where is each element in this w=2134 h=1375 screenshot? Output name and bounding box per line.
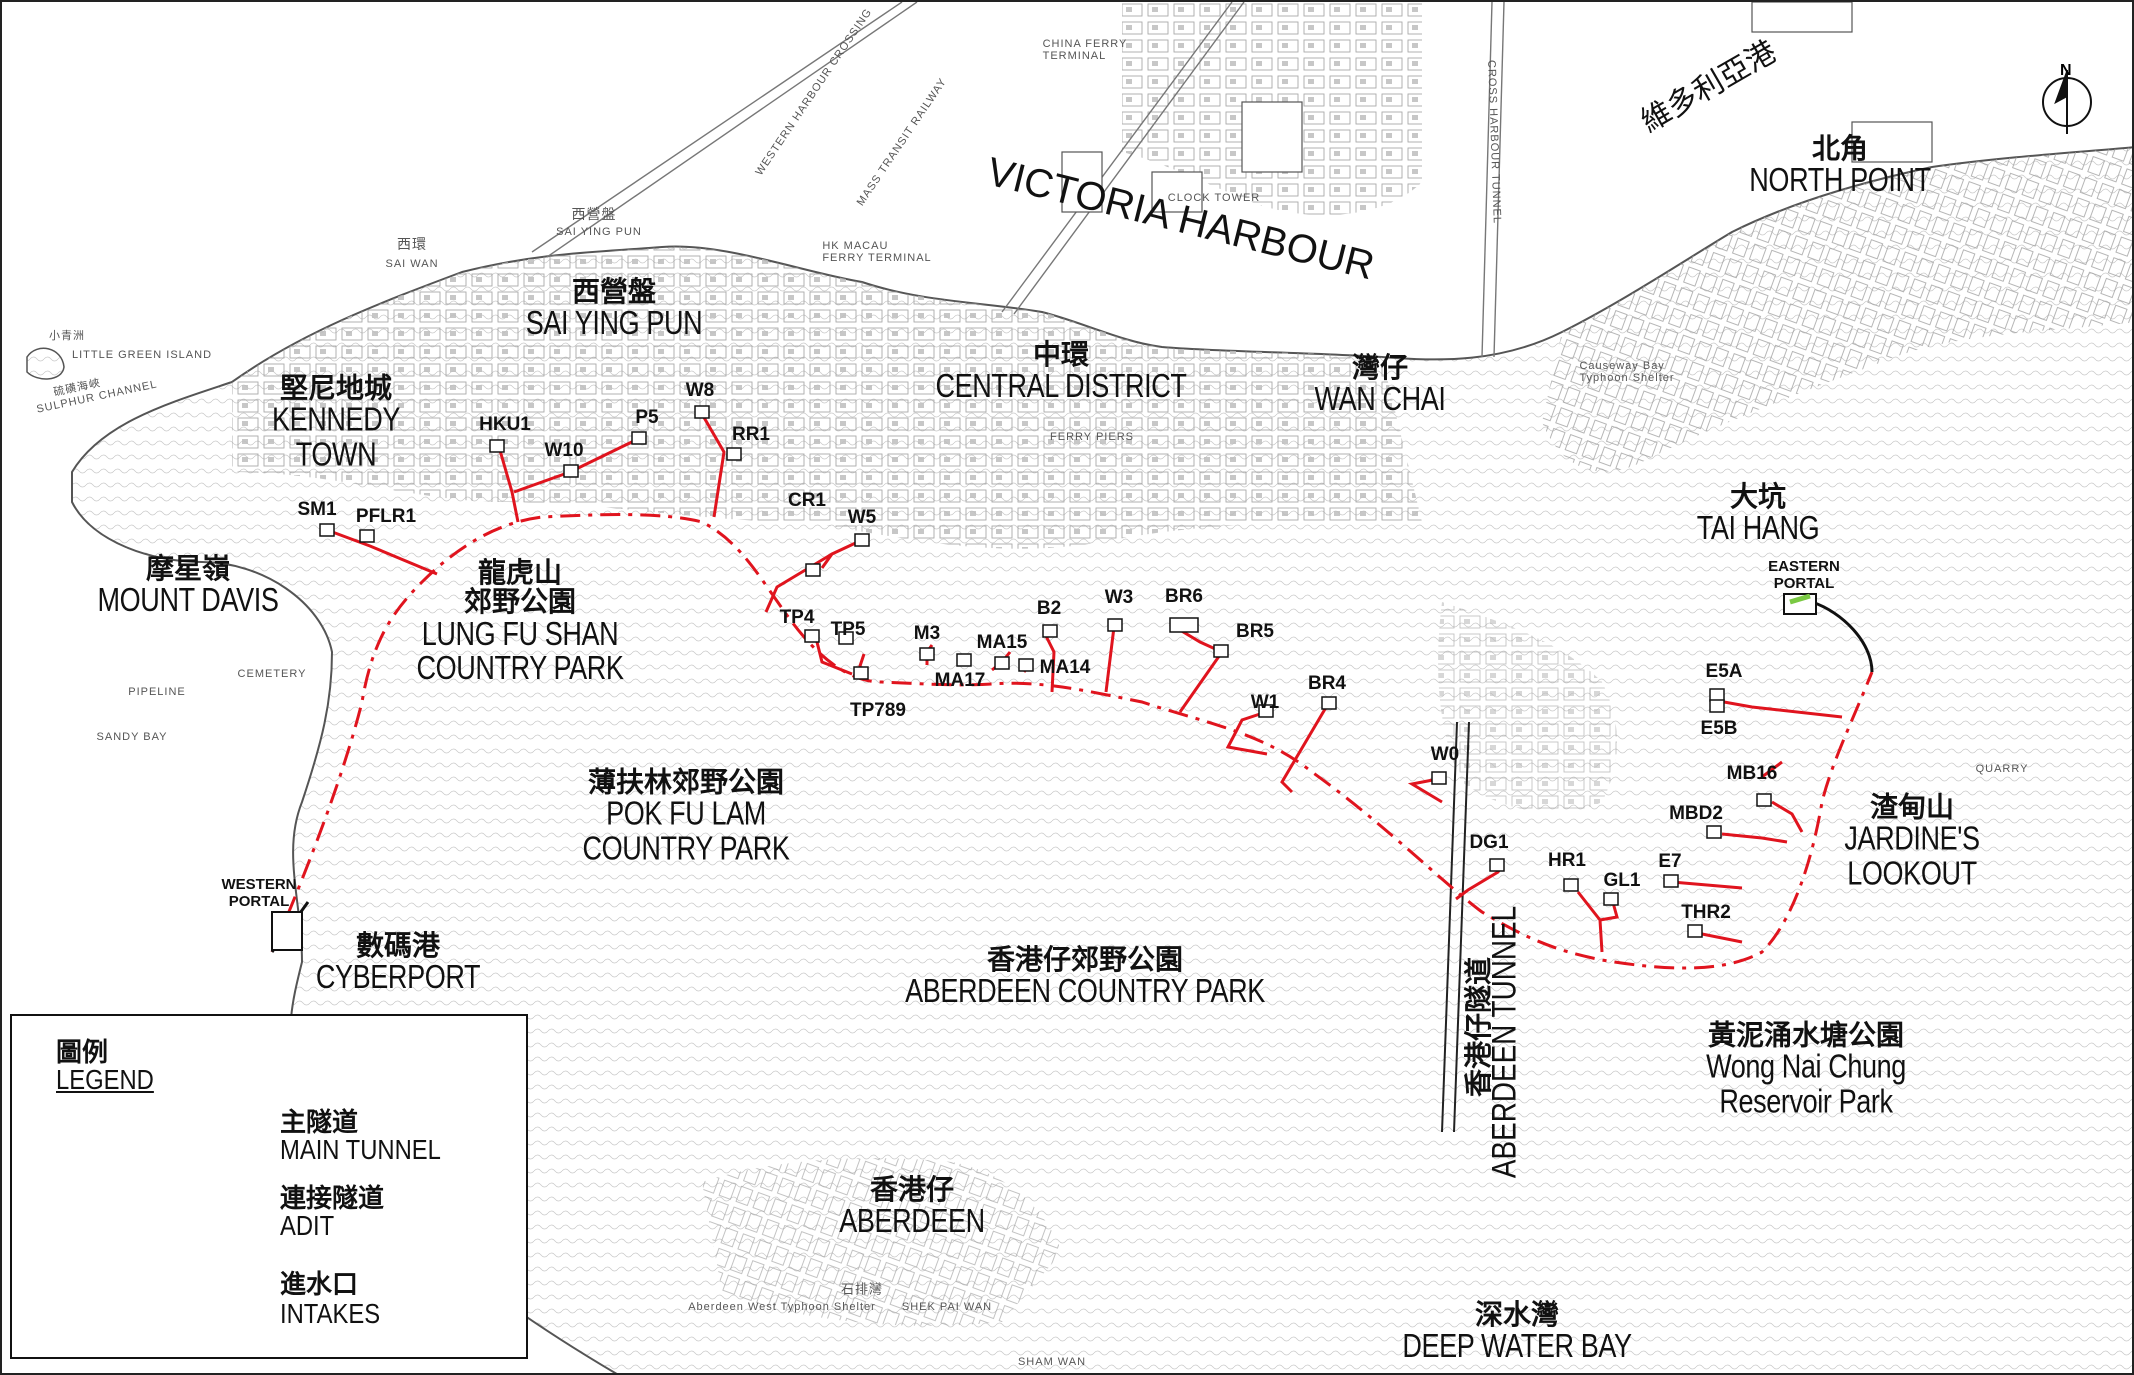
label-mount-davis: 摩星嶺 MOUNT DAVIS	[97, 551, 279, 619]
intake-E5A: E5A	[1705, 661, 1743, 682]
urban-aberdeen	[702, 1158, 1062, 1326]
intake-W1: W1	[1250, 692, 1280, 713]
main-tunnel-line	[270, 513, 1874, 970]
little-green-island	[26, 347, 65, 380]
eastern-portal-curve	[1811, 600, 1874, 673]
small-sai-wan: SAI WAN	[385, 258, 439, 270]
intake-W10: W10	[544, 440, 584, 461]
intake-W5: W5	[847, 507, 877, 528]
intake-B2: B2	[1036, 598, 1062, 619]
intake-W3: W3	[1104, 587, 1134, 608]
intake-MB16: MB16	[1726, 763, 1778, 784]
small-cemetery: CEMETERY	[237, 668, 307, 680]
label-cyberport: 數碼港 CYBERPORT	[315, 928, 481, 996]
label-deep-water-bay: 深水灣 DEEP WATER BAY	[1402, 1297, 1632, 1365]
aberdeen-tunnel-road	[1441, 721, 1470, 1133]
intake-TP5: TP5	[830, 619, 866, 640]
label-wong-nai-chung: 黃泥涌水塘公園 Wong Nai Chung Reservoir Park	[1706, 1018, 1906, 1120]
intake-P5: P5	[635, 407, 659, 428]
intake-HR1: HR1	[1547, 850, 1587, 871]
label-aberdeen-country-park: 香港仔郊野公園 ABERDEEN COUNTRY PARK	[905, 942, 1265, 1010]
label-sai-ying-pun: 西營盤 SAI YING PUN	[525, 274, 703, 342]
legend-adit-en: ADIT	[280, 1210, 335, 1241]
intake-THR2: THR2	[1681, 902, 1731, 923]
legend-adit-zh: 連接隧道	[280, 1184, 385, 1214]
small-sai-ying-pun-zh: 西營盤	[571, 206, 617, 222]
intake-GL1: GL1	[1603, 870, 1641, 891]
urban-happy-valley	[1438, 602, 1617, 813]
label-wan-chai: 灣仔 WAN CHAI	[1314, 350, 1446, 418]
legend-box: 圖例 LEGEND 主隧道 MAIN TUNNEL 連接隧道 ADIT 進水口 …	[10, 1014, 528, 1359]
adits	[326, 413, 1843, 953]
intake-MBD2: MBD2	[1669, 803, 1723, 824]
small-quarry: QUARRY	[1975, 763, 2029, 775]
small-china-ferry: CHINA FERRY TERMINAL	[1042, 38, 1128, 62]
western-portal-label: WESTERN PORTAL	[221, 876, 297, 910]
intake-MA15: MA15	[976, 632, 1028, 653]
eastern-portal-label: EASTERN PORTAL	[1768, 558, 1840, 592]
intake-CR1: CR1	[787, 490, 827, 511]
intake-E5B: E5B	[1700, 718, 1738, 739]
label-tai-hang: 大坑 TAI HANG	[1696, 479, 1820, 547]
label-aberdeen: 香港仔 ABERDEEN	[839, 1172, 985, 1240]
small-sham-wan: SHAM WAN	[1017, 1356, 1087, 1368]
intake-BR6: BR6	[1164, 586, 1204, 607]
label-lung-fu-shan: 龍虎山 郊野公園 LUNG FU SHAN COUNTRY PARK	[416, 555, 624, 687]
piers	[1061, 2, 1933, 213]
legend-main-tunnel-zh: 主隧道	[280, 1108, 359, 1138]
small-sai-ying-pun: SAI YING PUN	[556, 226, 642, 238]
intake-markers	[319, 405, 1772, 938]
legend-title-en: LEGEND	[56, 1064, 154, 1095]
urban-north-shore	[232, 246, 1422, 549]
small-causeway-bay: Causeway Bay Typhoon Shelter	[1579, 360, 1675, 384]
harbour-crossings	[531, 2, 1505, 358]
small-sandy-bay: SANDY BAY	[96, 731, 168, 743]
small-sai-wan-zh: 西環	[397, 236, 427, 252]
label-north-point: 北角 NORTH POINT	[1749, 131, 1931, 199]
small-shek-pai-wan-zh: 石排灣	[840, 1281, 884, 1297]
small-clock-tower: CLOCK TOWER	[1167, 192, 1261, 204]
intake-DG1: DG1	[1469, 832, 1509, 853]
small-little-green-island-zh: 小青洲	[49, 330, 85, 342]
label-central: 中環 CENTRAL DISTRICT	[935, 337, 1187, 405]
intake-PFLR1: PFLR1	[355, 506, 417, 527]
label-pok-fu-lam: 薄扶林郊野公園 POK FU LAM COUNTRY PARK	[582, 765, 790, 867]
intake-MA14: MA14	[1039, 657, 1091, 678]
intake-W0: W0	[1430, 744, 1460, 765]
legend-intakes-en: INTAKES	[280, 1298, 381, 1329]
intake-RR1: RR1	[731, 424, 771, 445]
small-aberdeen-typhoon: Aberdeen West Typhoon Shelter	[688, 1301, 876, 1313]
urban-north-point	[1542, 147, 2132, 472]
small-macau-ferry: HK MACAU FERRY TERMINAL	[822, 240, 932, 264]
intake-SM1: SM1	[297, 499, 337, 520]
legend-main-tunnel-en: MAIN TUNNEL	[280, 1134, 441, 1165]
intake-TP789: TP789	[850, 700, 906, 721]
intake-M3: M3	[913, 623, 941, 644]
aberdeen-tunnel-label: ABERDEEN TUNNEL	[1485, 905, 1524, 1179]
small-little-green-island: LITTLE GREEN ISLAND	[71, 349, 213, 361]
intake-E7: E7	[1658, 851, 1682, 872]
western-portal-box	[271, 911, 303, 951]
label-jardines-lookout: 渣甸山 JARDINE'S LOOKOUT	[1844, 790, 1980, 892]
intake-BR4: BR4	[1307, 673, 1347, 694]
intake-W8: W8	[685, 380, 715, 401]
legend-title-zh: 圖例	[56, 1038, 109, 1068]
intake-HKU1: HKU1	[479, 414, 531, 435]
intake-BR5: BR5	[1235, 621, 1275, 642]
small-shek-pai-wan: SHEK PAI WAN	[901, 1301, 993, 1313]
small-ferry-piers: FERRY PIERS	[1050, 431, 1134, 443]
intake-TP4: TP4	[779, 607, 815, 628]
north-arrow	[2042, 70, 2092, 134]
north-letter: N	[2060, 62, 2072, 79]
legend-intakes-zh: 進水口	[280, 1270, 359, 1300]
small-pipeline: PIPELINE	[128, 686, 186, 698]
intake-MA17: MA17	[934, 670, 986, 691]
